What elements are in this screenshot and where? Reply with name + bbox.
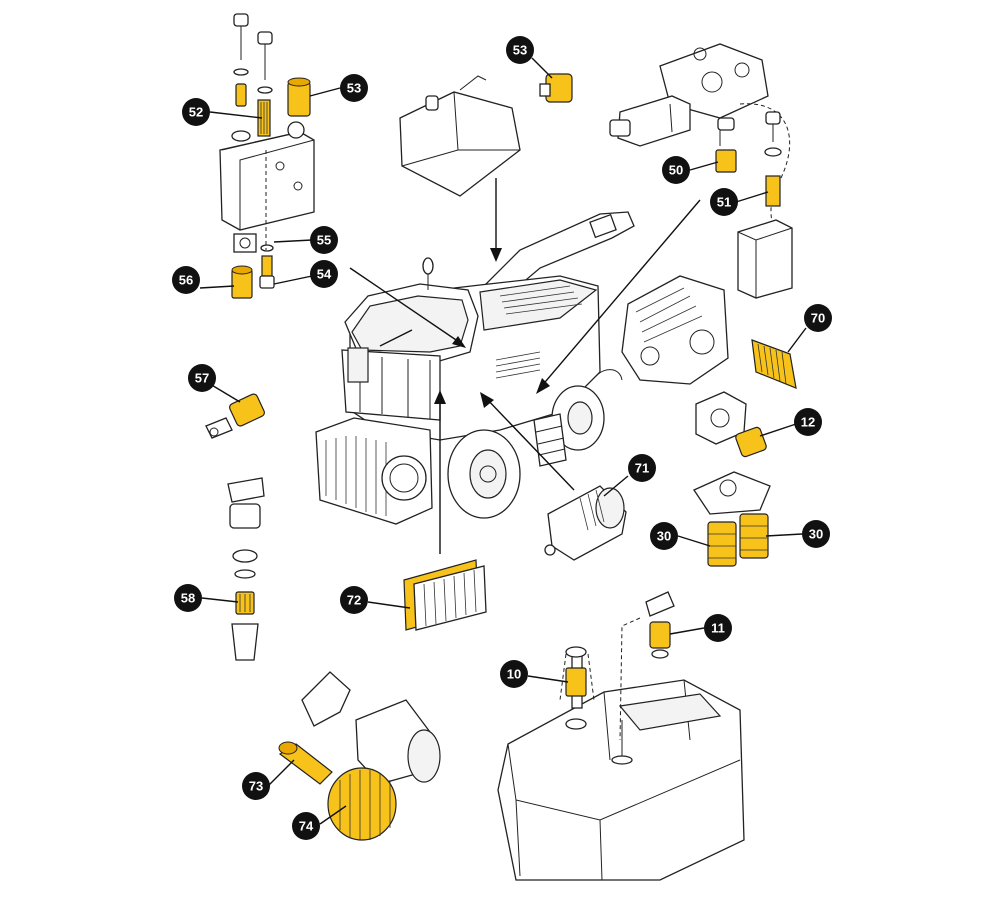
air-cleaner-assembly [544, 485, 627, 561]
callout-label: 12 [801, 415, 815, 430]
callout-50: 50 [662, 156, 690, 184]
callout-56: 56 [172, 266, 200, 294]
callout-label: 55 [317, 233, 331, 248]
callout-label: 73 [249, 779, 263, 794]
callout-label: 72 [347, 593, 361, 608]
fuel-tank-assembly [497, 591, 745, 881]
callout-label: 53 [513, 43, 527, 58]
bottom-air-filter-assembly [278, 671, 441, 841]
callout-label: 54 [317, 267, 332, 282]
callout-54: 54 [310, 260, 338, 288]
callout-label: 30 [657, 529, 671, 544]
fuel-filter-assembly [695, 391, 767, 458]
callout-label: 53 [347, 81, 361, 96]
callout-label: 58 [181, 591, 195, 606]
callout-51: 51 [710, 188, 738, 216]
engine-assembly [595, 275, 797, 389]
callout-label: 11 [711, 621, 725, 636]
engine-hood-assembly [399, 73, 573, 197]
callout-label: 70 [811, 311, 825, 326]
callout-52: 52 [182, 98, 210, 126]
callout-label: 52 [189, 105, 203, 120]
callout-label: 57 [195, 371, 209, 386]
callout-label: 51 [717, 195, 731, 210]
callout-label: 56 [179, 273, 193, 288]
callout-71: 71 [628, 454, 656, 482]
twin-filter-assembly [693, 471, 771, 567]
assembly-arrows [349, 178, 701, 554]
callout-label: 74 [299, 819, 314, 834]
callout-74: 74 [292, 812, 320, 840]
callout-55: 55 [310, 226, 338, 254]
callout-30-left: 30 [650, 522, 678, 550]
callout-label: 10 [507, 667, 521, 682]
callout-70: 70 [804, 304, 832, 332]
callout-30-right: 30 [802, 520, 830, 548]
callout-58: 58 [174, 584, 202, 612]
callout-label: 71 [635, 461, 649, 476]
callout-11: 11 [704, 614, 732, 642]
callout-label: 50 [669, 163, 683, 178]
gearbox-pump-assembly [609, 43, 793, 299]
callout-57: 57 [188, 364, 216, 392]
callout-53-top-center: 53 [506, 36, 534, 64]
hydraulic-filter-assembly [219, 13, 315, 299]
callout-72: 72 [340, 586, 368, 614]
callout-12: 12 [794, 408, 822, 436]
cab-filter-assembly [403, 559, 487, 631]
forage-harvester-machine [315, 211, 635, 525]
callout-label: 30 [809, 527, 823, 542]
callout-10: 10 [500, 660, 528, 688]
callout-53-top-left: 53 [340, 74, 368, 102]
callout-leaders [199, 57, 807, 825]
left-filter-assemblies [205, 393, 265, 661]
callout-73: 73 [242, 772, 270, 800]
